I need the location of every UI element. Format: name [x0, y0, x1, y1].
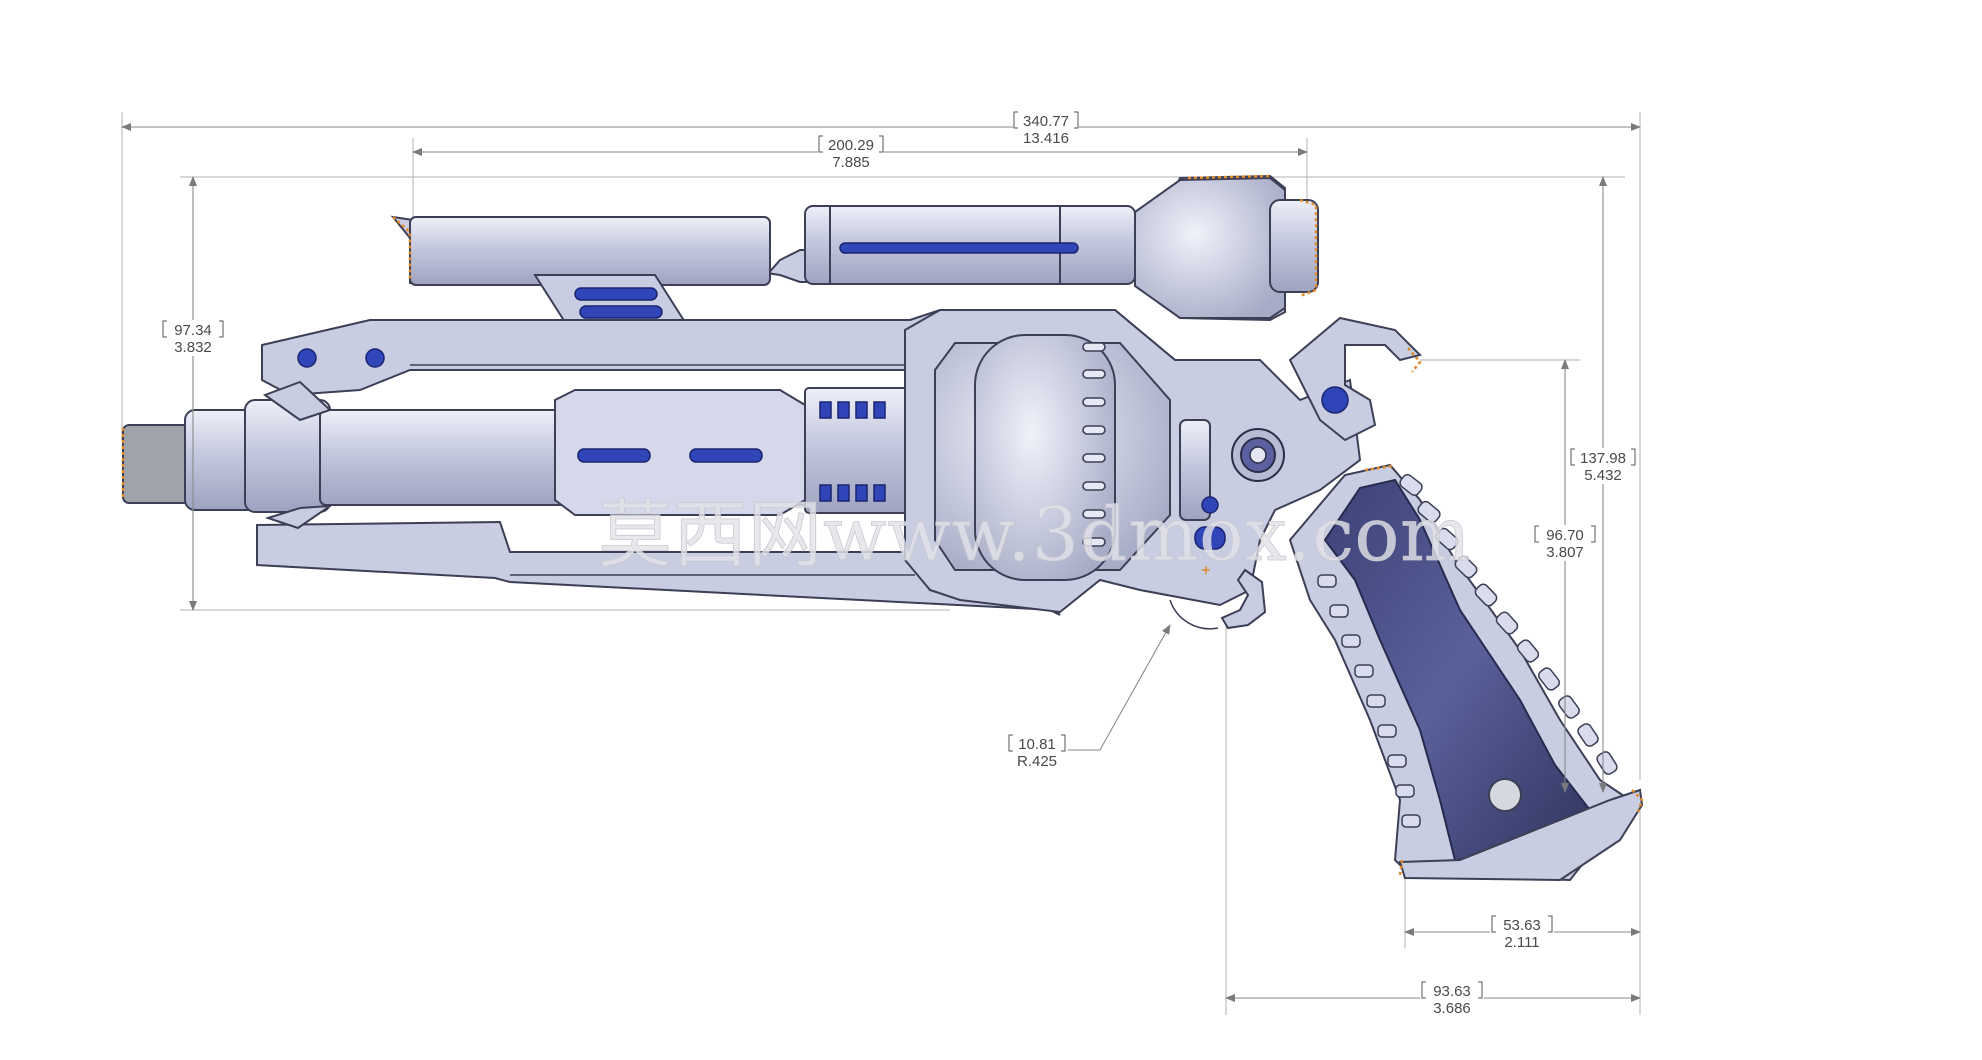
grip [1288, 463, 1644, 882]
grip-ridges [1399, 473, 1618, 775]
dim-overall-length-secondary: 13.416 [1023, 130, 1069, 147]
dim-total-height-secondary: 5.432 [1584, 467, 1622, 484]
dim-radius-secondary: R.425 [1017, 753, 1057, 770]
dim-grip-span-secondary: 3.686 [1433, 1000, 1471, 1017]
dim-scope-length-secondary: 7.885 [832, 154, 870, 171]
dimension-labels: 340.77 13.416 200.29 7.885 97.34 3.832 1… [162, 111, 1636, 1017]
dim-total-height: 137.98 5.432 [1570, 448, 1636, 484]
dim-grip-base-primary: 53.63 [1503, 917, 1541, 934]
vent-slots [819, 401, 886, 502]
dim-body-height: 97.34 3.832 [162, 320, 224, 356]
dim-grip-height-primary: 96.70 [1546, 527, 1584, 544]
dimension-lines [121, 112, 1641, 1016]
watermark-text: 莫西网www.3dmox.com [598, 492, 1471, 578]
dim-total-height-primary: 137.98 [1580, 450, 1626, 467]
cylinder-flutes [1082, 342, 1106, 547]
dim-scope-length-primary: 200.29 [828, 137, 874, 154]
receiver [904, 309, 1422, 614]
dim-overall-length: 340.77 13.416 [1013, 111, 1079, 147]
dim-grip-span-primary: 93.63 [1433, 983, 1471, 1000]
dim-scope-length: 200.29 7.885 [818, 135, 884, 171]
dim-grip-span: 93.63 3.686 [1421, 981, 1483, 1017]
dim-body-height-secondary: 3.832 [174, 339, 212, 356]
dim-grip-base-width: 53.63 2.111 [1491, 915, 1553, 951]
dim-body-height-primary: 97.34 [174, 322, 212, 339]
dim-overall-length-primary: 340.77 [1023, 113, 1069, 130]
grip-front-ridges [1317, 574, 1421, 828]
dim-radius-primary: 10.81 [1018, 736, 1056, 753]
scope [390, 174, 1319, 331]
dim-grip-height: 96.70 3.807 [1534, 525, 1596, 561]
dim-trigger-guard-radius: 10.81 R.425 [1008, 734, 1066, 770]
trigger [1169, 566, 1267, 630]
extension-lines [121, 112, 1641, 1015]
dim-grip-height-secondary: 3.807 [1546, 544, 1584, 561]
dim-grip-base-secondary: 2.111 [1504, 934, 1539, 951]
